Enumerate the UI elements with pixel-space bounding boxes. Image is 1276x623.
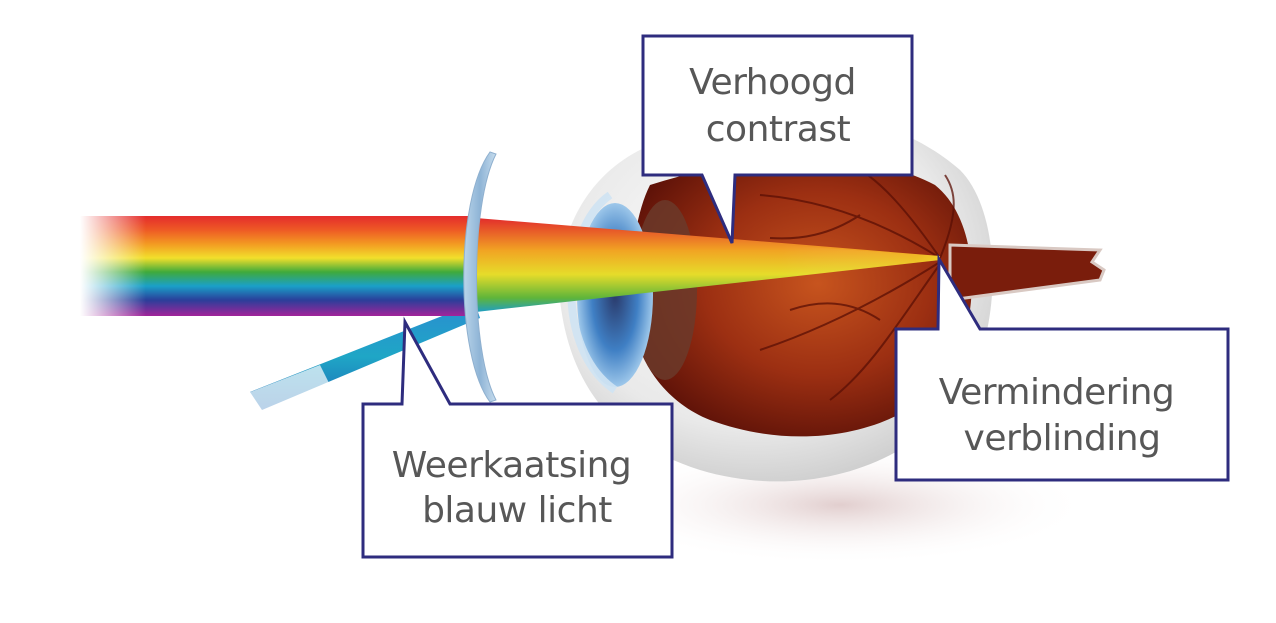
- callout-contrast-box: [641, 34, 914, 244]
- callout-blue-light: Weerkaatsing blauw licht: [361, 316, 674, 559]
- callout-contrast: Verhoogd contrast: [641, 34, 914, 244]
- callout-blue-light-line1: Weerkaatsing: [392, 445, 631, 486]
- callout-contrast-line1: Verhoogd: [689, 62, 856, 103]
- callout-contrast-line2: contrast: [706, 109, 851, 150]
- svg-text:Vermindering verblinding: Vermindering verblinding: [939, 372, 1185, 459]
- retina-vessels: [759, 159, 955, 401]
- callout-glare: Vermindering verblinding: [894, 253, 1230, 482]
- callout-glare-line1: Vermindering: [939, 372, 1175, 413]
- reflected-blue-ray-fade: [235, 365, 330, 418]
- incoming-light-fade: [80, 216, 200, 316]
- callout-glare-box: [894, 253, 1230, 482]
- callout-blue-light-box: [361, 316, 674, 559]
- filter-lens: [463, 151, 497, 403]
- eye: [559, 114, 1106, 482]
- callout-blue-light-line2: blauw licht: [422, 490, 612, 531]
- callout-glare-line2: verblinding: [964, 418, 1161, 459]
- svg-text:Weerkaatsing blauw licht: Weerkaatsing blauw licht: [392, 445, 642, 531]
- optic-nerve: [948, 243, 1106, 302]
- transmitted-light-tip: [780, 245, 940, 278]
- svg-text:Verhoogd contrast: Verhoogd contrast: [689, 62, 867, 150]
- transmitted-light-beam: [476, 218, 940, 312]
